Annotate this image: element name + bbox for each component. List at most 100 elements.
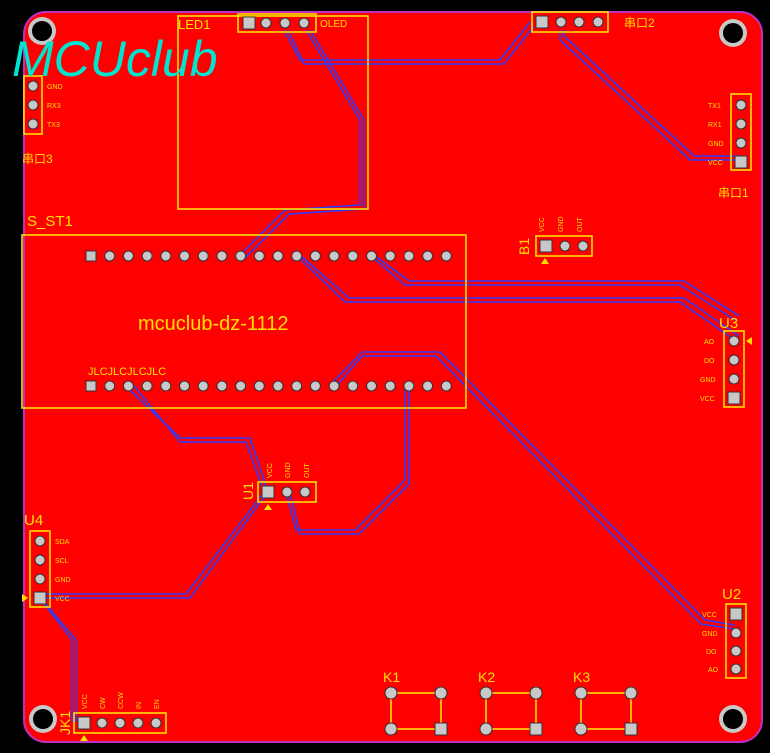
svg-text:GND: GND (47, 84, 63, 91)
uart3-header: GND RX3 TX3 串口3 (22, 75, 63, 166)
svg-text:AO: AO (708, 667, 719, 674)
header-pin-bottom (384, 380, 396, 392)
svg-text:GND: GND (55, 577, 71, 584)
header-pin-top (197, 250, 209, 262)
svg-text:SDA: SDA (55, 539, 70, 546)
svg-text:VCC: VCC (700, 396, 715, 403)
jk1-header: VCC CW CCW IN EN JK1 (57, 692, 167, 741)
svg-text:GND: GND (700, 377, 716, 384)
svg-text:TX1: TX1 (708, 103, 721, 110)
u2-label: U2 (722, 586, 741, 603)
header-pin-bottom (328, 380, 340, 392)
svg-text:VCC: VCC (55, 596, 70, 603)
svg-text:VCC: VCC (82, 694, 89, 709)
header-pin-top (422, 250, 434, 262)
jlc-label: JLCJLCJLCJLC (88, 366, 166, 378)
svg-text:DO: DO (706, 649, 717, 656)
u3-header: U3 AO DO GND VCC (700, 315, 752, 408)
header-pin-bottom (179, 380, 190, 392)
header-pin-top (328, 250, 340, 262)
uart2-label: 串口2 (624, 16, 655, 30)
svg-text:VCC: VCC (267, 463, 274, 478)
header-pin-top (122, 250, 134, 262)
header-pin-bottom (141, 380, 153, 392)
board-substrate (23, 11, 763, 743)
svg-text:RX1: RX1 (708, 122, 722, 129)
svg-text:EN: EN (154, 699, 161, 709)
header-pin-top (179, 250, 190, 262)
header-pin-bottom (347, 380, 359, 392)
u1-header: VCC GND OUT U1 (240, 462, 317, 510)
uart3-label: 串口3 (22, 152, 53, 166)
header-pin-bottom (216, 380, 228, 392)
u2-header: U2 VCC GND DO AO (702, 586, 747, 679)
header-pin-bottom (160, 380, 172, 392)
header-pin-top (403, 250, 415, 262)
header-pin-top (272, 250, 284, 262)
header-pin-top (104, 250, 116, 262)
svg-text:K3: K3 (573, 669, 590, 685)
svg-text:GND: GND (285, 462, 292, 478)
header-pin-top (309, 250, 321, 262)
svg-text:K1: K1 (383, 669, 400, 685)
header-pin-top (291, 250, 303, 262)
svg-text:VCC: VCC (702, 612, 717, 619)
button-k1: K1 (383, 669, 448, 736)
svg-text:AO: AO (704, 339, 715, 346)
b1-label: B1 (516, 238, 532, 255)
svg-text:IN: IN (136, 702, 143, 709)
header-pin-top (253, 250, 265, 262)
header-pin-top (141, 250, 153, 262)
header-pin-top (384, 250, 396, 262)
header-pin-bottom (85, 380, 97, 392)
led1-label: LED1 (178, 17, 211, 32)
svg-text:OUT: OUT (304, 463, 311, 479)
header-pin-bottom (422, 380, 434, 392)
s-st1-label: S_ST1 (27, 213, 73, 230)
header-pin-bottom (291, 380, 303, 392)
jk1-label: JK1 (57, 711, 73, 735)
header-pin-bottom (122, 380, 134, 392)
header-pin-top (366, 250, 377, 262)
header-pin-bottom (272, 380, 284, 392)
u1-label: U1 (240, 482, 256, 500)
oled-label: OLED (320, 19, 347, 30)
svg-text:RX3: RX3 (47, 103, 61, 110)
mcu-module: S_ST1 mcuclub-dz-1112 JLCJLCJLCJLC (21, 213, 467, 409)
header-pin-bottom (309, 380, 321, 392)
u4-header: U4 SDA SCL GND VCC (22, 512, 71, 608)
u3-label: U3 (719, 315, 738, 332)
svg-text:DO: DO (704, 358, 715, 365)
svg-text:GND: GND (708, 141, 724, 148)
button-k3: K3 (573, 669, 638, 736)
b1-header: VCC GND OUT B1 (516, 216, 593, 264)
header-pin-top (235, 250, 247, 262)
header-pin-bottom (104, 380, 116, 392)
uart1-header: TX1 RX1 GND VCC 串口1 (708, 93, 752, 200)
header-pin-top (347, 250, 359, 262)
svg-text:SCL: SCL (55, 558, 69, 565)
header-pin-bottom (440, 380, 452, 392)
mounting-holes (28, 17, 747, 733)
mcuclub-logo: MCUclub (12, 31, 218, 87)
header-pin-bottom (197, 380, 209, 392)
uart1-label: 串口1 (718, 186, 749, 200)
header-pin-bottom (235, 380, 247, 392)
svg-text:VCC: VCC (539, 217, 546, 232)
svg-text:TX3: TX3 (47, 122, 60, 129)
svg-text:GND: GND (702, 631, 718, 638)
header-pin-top (160, 250, 172, 262)
svg-text:CW: CW (100, 697, 107, 709)
board-title: mcuclub-dz-1112 (138, 313, 288, 335)
button-k2: K2 (478, 669, 543, 736)
uart2-header: 串口2 (531, 11, 655, 33)
svg-text:VCC: VCC (708, 160, 723, 167)
header-pin-bottom (403, 380, 415, 392)
header-pin-top (85, 250, 97, 262)
header-pin-bottom (253, 380, 265, 392)
svg-text:K2: K2 (478, 669, 495, 685)
u4-label: U4 (24, 512, 43, 529)
oled-module: LED1 OLED (177, 13, 369, 210)
svg-text:CCW: CCW (118, 692, 125, 709)
